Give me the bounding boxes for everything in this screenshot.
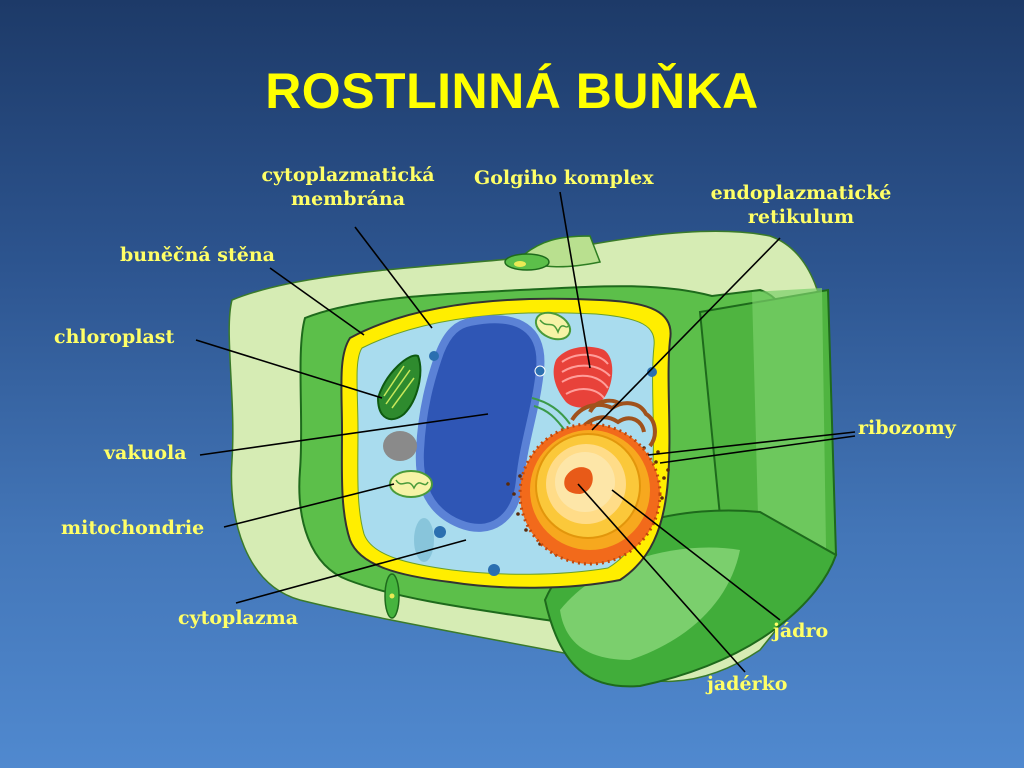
label-jadro: jádro bbox=[773, 620, 829, 642]
label-vakuola: vakuola bbox=[104, 442, 187, 464]
label-golgiho-komplex: Golgiho komplex bbox=[474, 167, 654, 189]
nucleus bbox=[518, 422, 662, 566]
label-cytoplazmaticka-membrana: cytoplazmatická membrána bbox=[261, 164, 435, 210]
label-cytoplazma: cytoplazma bbox=[178, 607, 299, 629]
golgi-complex bbox=[553, 346, 613, 408]
page-title: ROSTLINNÁ BUŇKA bbox=[265, 63, 759, 119]
label-ribozomy: ribozomy bbox=[858, 417, 956, 439]
vacuole bbox=[415, 315, 545, 532]
nucleolus bbox=[564, 467, 593, 494]
label-chloroplast: chloroplast bbox=[54, 326, 175, 348]
mitochondrion bbox=[534, 311, 572, 341]
mitochondrion bbox=[389, 470, 433, 498]
label-bunecna-stena: buněčná stěna bbox=[120, 244, 275, 266]
label-jaderko: jadérko bbox=[707, 673, 788, 695]
label-mitochondrie: mitochondrie bbox=[61, 517, 205, 539]
label-endoplazmaticke-retikulum: endoplazmatické retikulum bbox=[710, 182, 892, 228]
